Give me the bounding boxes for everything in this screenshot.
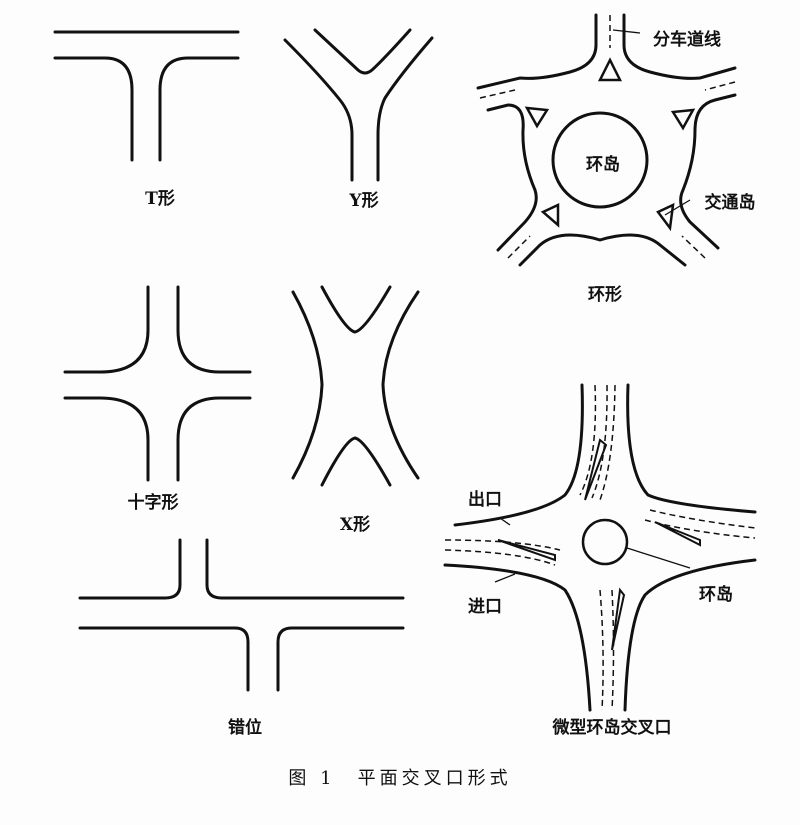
ring-intersection	[476, 13, 737, 267]
label-lane-divider: 分车道线	[653, 30, 721, 50]
figure-caption: 图 1 平面交叉口形式	[288, 768, 512, 789]
label-entrance: 进口	[468, 597, 502, 617]
label-ring-island: 环岛	[586, 155, 620, 175]
label-staggered: 错位	[228, 718, 262, 738]
label-ring: 环形	[588, 285, 622, 305]
label-exit: 出口	[468, 490, 502, 510]
y-intersection	[283, 28, 434, 182]
label-mini-roundabout: 微型环岛交叉口	[552, 718, 672, 738]
label-cross-shape: 十字形	[127, 493, 179, 513]
x-intersection	[291, 285, 420, 487]
mini-roundabout	[443, 383, 757, 712]
label-mini-island: 环岛	[699, 585, 733, 605]
label-y-shape: Y形	[349, 191, 379, 211]
cross-intersection	[63, 285, 252, 482]
label-t-shape: T形	[145, 189, 175, 209]
t-intersection	[53, 30, 240, 162]
label-traffic-island: 交通岛	[704, 193, 756, 213]
label-x-shape: X形	[339, 515, 371, 535]
staggered-intersection	[78, 538, 405, 692]
